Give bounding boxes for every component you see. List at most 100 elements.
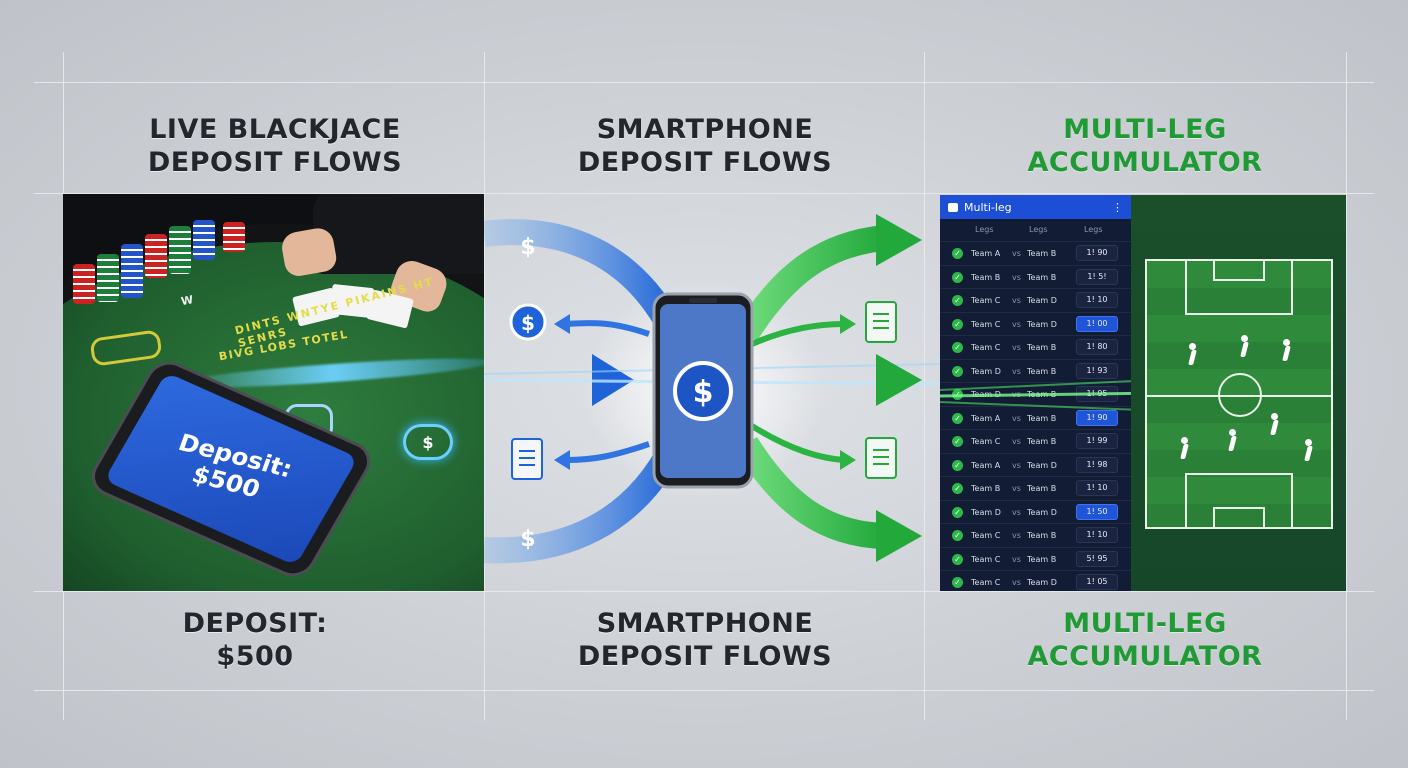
blue-flow-arrow (565, 441, 650, 463)
football-field-panel (1131, 195, 1346, 591)
chip-stack-icon (97, 254, 119, 302)
player-icon (1239, 335, 1249, 357)
chip-stack-icon (145, 234, 167, 278)
guide-line (924, 52, 925, 720)
green-flow-arrow (750, 423, 845, 463)
chip-stack-icon (73, 264, 95, 304)
odds-button[interactable]: 5! 95 (1076, 550, 1118, 567)
guide-line (34, 591, 1374, 592)
bet-slip-icon (948, 202, 958, 212)
bet-slip-columns: Legs Legs Legs (940, 219, 1131, 241)
deposit-amount: Deposit: $500 (175, 428, 297, 504)
odds-button[interactable]: 1! 99 (1076, 433, 1118, 449)
table-marking: W (179, 292, 196, 309)
team-home: Team A (971, 249, 1001, 258)
goal-box (1213, 259, 1265, 281)
odds-button[interactable]: 1! 90 (1076, 409, 1118, 426)
more-menu-icon[interactable]: ⋮ (1112, 200, 1123, 214)
vs-label: vs (1012, 437, 1021, 446)
check-icon: ✓ (952, 248, 963, 259)
dollar-icon: $ (521, 311, 535, 335)
bet-slip-header: Multi-leg ⋮ (940, 195, 1131, 219)
odds-button[interactable]: 1! 98 (1076, 456, 1118, 473)
team-away: Team D (1027, 319, 1057, 329)
vs-label: vs (1012, 319, 1021, 329)
check-icon: ✓ (952, 530, 963, 541)
team-home: Team C (971, 343, 1001, 352)
chip-stack-icon (121, 244, 143, 298)
odds-button[interactable]: 1! 90 (1076, 245, 1118, 261)
odds-button[interactable]: 1! 10 (1076, 527, 1118, 543)
dealer-icon (313, 194, 484, 274)
check-icon: ✓ (952, 295, 963, 306)
team-home: Team D (971, 366, 1001, 376)
penalty-box (1185, 259, 1293, 315)
odds-button[interactable]: 1! 80 (1076, 339, 1118, 355)
odds-button[interactable]: 1! 05 (1076, 574, 1118, 590)
goal-box (1213, 507, 1265, 529)
vs-label: vs (1012, 531, 1021, 540)
document-icon (865, 301, 897, 343)
odds-button[interactable]: 1! 50 (1076, 503, 1118, 520)
team-away: Team B (1027, 413, 1057, 423)
green-flow-arrow (735, 225, 886, 341)
guide-line (34, 82, 1374, 83)
odds-button[interactable]: 1! 93 (1076, 362, 1118, 379)
heading-bottom-center: SMARTPHONE DEPOSIT FLOWS (577, 608, 833, 672)
blue-arrowhead-icon (554, 450, 570, 470)
heading-bottom-right: MULTI-LEG ACCUMULATOR (1027, 608, 1263, 672)
team-home: Team B (971, 272, 1001, 282)
column-header: Legs (1084, 225, 1103, 234)
team-away: Team B (1027, 554, 1057, 564)
column-header: Legs (1029, 225, 1048, 234)
chip-stack-icon (193, 220, 215, 260)
heading-bottom-left: DEPOSIT: $500 (182, 608, 328, 672)
check-icon: ✓ (952, 342, 963, 353)
player-icon (1281, 339, 1291, 361)
heading-top-left: LIVE BLACKJACE DEPOSIT FLOWS (147, 114, 403, 178)
team-home: Team C (971, 578, 1001, 587)
odds-button[interactable]: 1! 00 (1076, 315, 1118, 332)
odds-button[interactable]: 1! 5! (1076, 268, 1118, 285)
player-icon (1187, 343, 1197, 365)
dollar-coin-icon (509, 303, 547, 341)
vs-label: vs (1012, 484, 1021, 493)
blue-flow-arrow (565, 320, 650, 337)
player-icon (1179, 437, 1189, 459)
check-icon: ✓ (952, 577, 963, 588)
green-flow-arrow (735, 437, 885, 549)
document-icon (865, 437, 897, 479)
chip-stack-icon (223, 222, 245, 252)
vs-label: vs (1012, 460, 1021, 470)
odds-button[interactable]: 1! 10 (1076, 480, 1118, 496)
vs-label: vs (1012, 507, 1021, 517)
blue-arrowhead-icon (554, 314, 570, 334)
guide-line (34, 193, 1374, 194)
odds-button[interactable]: 1! 10 (1076, 292, 1118, 308)
blackjack-panel: DINTS WNTYE PIKAINS HT SENRS BIVG LOBS T… (63, 194, 484, 591)
green-arrowhead-icon (876, 354, 922, 406)
dollar-coin-icon: $ (403, 424, 453, 460)
team-away: Team B (1027, 484, 1057, 493)
vs-label: vs (1012, 578, 1021, 587)
vs-label: vs (1012, 366, 1021, 376)
heading-top-right: MULTI-LEG ACCUMULATOR (1027, 114, 1263, 178)
guide-line (34, 690, 1374, 691)
green-arrowhead-icon (840, 314, 856, 334)
team-away: Team B (1027, 272, 1057, 282)
bet-slip-title: Multi-leg (964, 200, 1012, 214)
